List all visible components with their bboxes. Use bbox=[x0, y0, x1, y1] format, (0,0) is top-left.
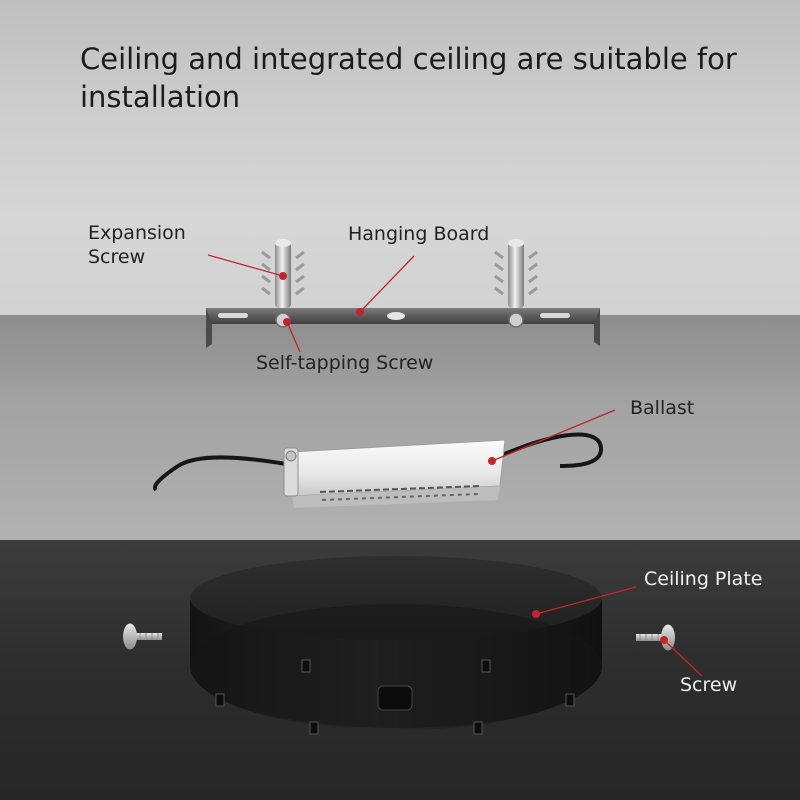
label-ceiling-plate: Ceiling Plate bbox=[644, 568, 763, 590]
label-expansion-screw: Expansion Screw bbox=[88, 222, 186, 268]
label-screw: Screw bbox=[680, 674, 738, 696]
marker-expansion-screw bbox=[279, 272, 287, 280]
ceiling-plate bbox=[190, 556, 602, 735]
label-hanging-board: Hanging Board bbox=[348, 223, 490, 245]
marker-hanging-board bbox=[356, 308, 364, 316]
label-ballast: Ballast bbox=[630, 397, 695, 419]
label-self-tapping-screw: Self-tapping Screw bbox=[256, 352, 434, 374]
screw-right bbox=[636, 624, 675, 651]
marker-self-tapping-screw bbox=[283, 318, 291, 326]
ceiling-surface bbox=[0, 0, 800, 315]
marker-ceiling-plate bbox=[532, 610, 540, 618]
ballast bbox=[153, 432, 603, 508]
callout-markers bbox=[207, 254, 703, 677]
screw-left bbox=[123, 623, 162, 650]
page-title: Ceiling and integrated ceiling are suita… bbox=[80, 42, 737, 114]
hanging-board bbox=[206, 308, 600, 348]
marker-screw bbox=[660, 636, 668, 644]
marker-ballast bbox=[488, 457, 496, 465]
expansion-screw-right bbox=[494, 239, 538, 308]
